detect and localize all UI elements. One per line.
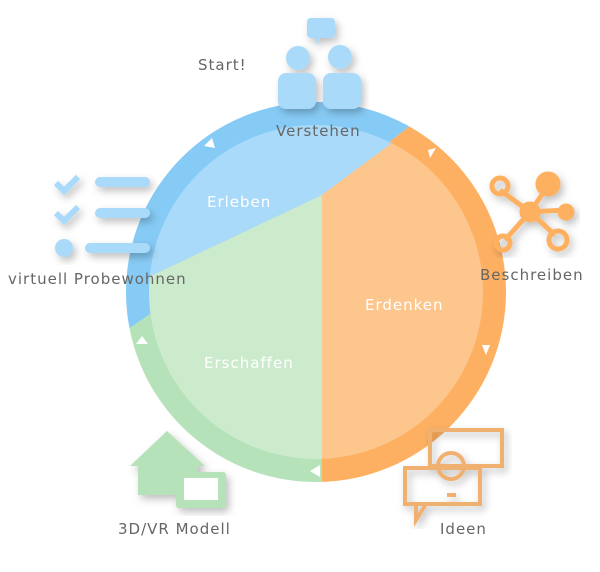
segment-label-erleben: Erleben [207, 193, 272, 211]
house-laptop-icon [130, 431, 226, 508]
start-label: Start! [198, 56, 247, 74]
arrow-icon [136, 336, 148, 344]
checklist-icon [53, 174, 150, 257]
arrow-icon [428, 148, 436, 158]
segment-label-erschaffen: Erschaffen [204, 354, 294, 372]
people-talking-icon [278, 18, 361, 109]
lightbulb-chat-icon [403, 428, 504, 527]
arrow-icon [204, 138, 215, 148]
segment-label-erdenken: Erdenken [365, 296, 444, 314]
arrow-icon [482, 345, 490, 355]
phase-label-verstehen: Verstehen [276, 122, 361, 140]
direction-arrows [136, 138, 490, 477]
arrow-icon [310, 465, 320, 477]
phase-label-virtuell-probewohnen: virtuell Probewohnen [8, 270, 187, 288]
phase-label-beschreiben: Beschreiben [480, 266, 584, 284]
network-nodes-icon [489, 171, 575, 253]
phase-label-ideen: Ideen [440, 520, 487, 538]
phase-label-3d-vr-modell: 3D/VR Modell [118, 520, 231, 538]
